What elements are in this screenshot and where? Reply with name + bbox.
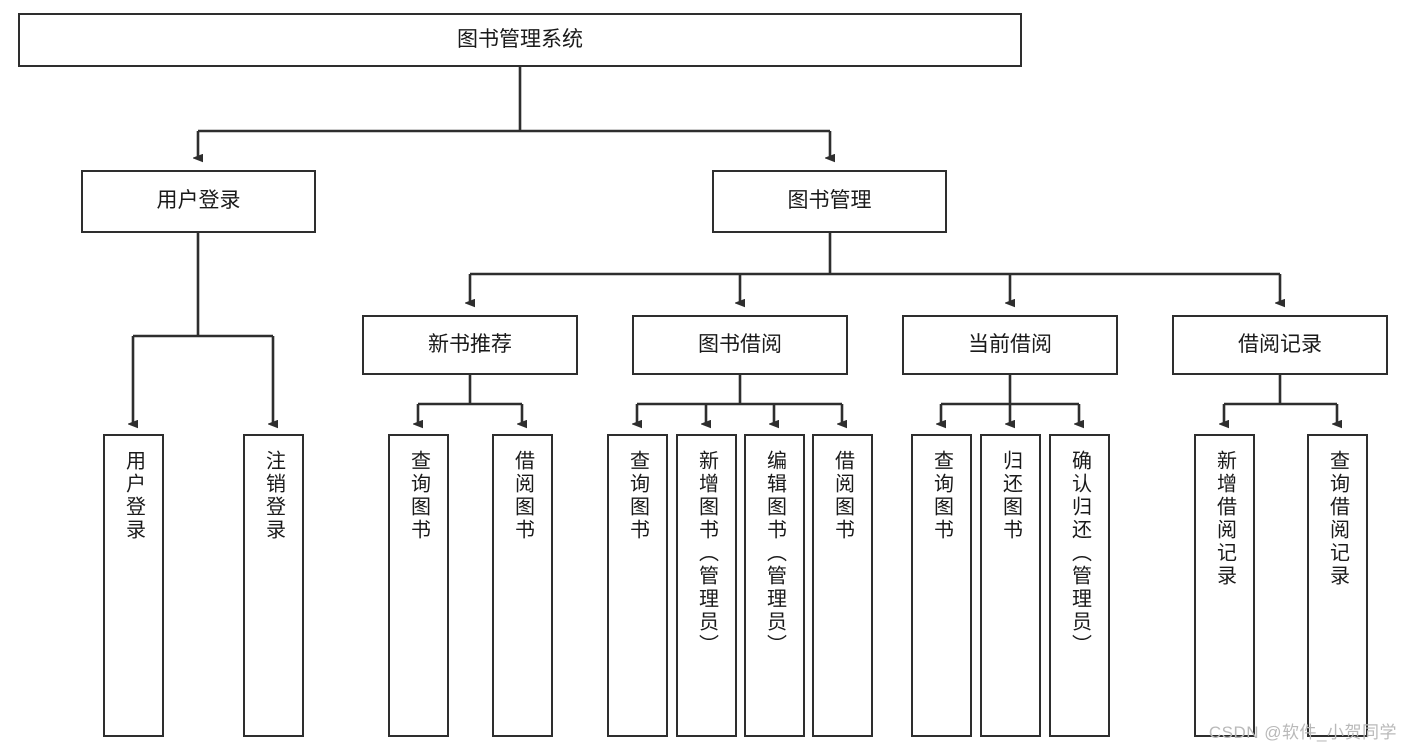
node-label: 图书借阅 bbox=[698, 332, 782, 356]
node-label: 查询图书 bbox=[626, 450, 649, 542]
node-label: 注销登录 bbox=[262, 450, 285, 542]
node-label: 用户登录 bbox=[122, 450, 145, 542]
leaf-current-borrow-query[interactable]: 查询图书 bbox=[911, 434, 972, 737]
node-label: 借阅图书 bbox=[831, 450, 854, 542]
leaf-new-book-query[interactable]: 查询图书 bbox=[388, 434, 449, 737]
leaf-borrow-record-add[interactable]: 新增借阅记录 bbox=[1194, 434, 1255, 737]
leaf-book-borrow-borrow[interactable]: 借阅图书 bbox=[812, 434, 873, 737]
node-label: 查询图书 bbox=[930, 450, 953, 542]
node-label: 当前借阅 bbox=[968, 332, 1052, 356]
node-label: 图书管理系统 bbox=[457, 27, 583, 51]
node-label: 借阅记录 bbox=[1238, 332, 1322, 356]
leaf-new-book-borrow[interactable]: 借阅图书 bbox=[492, 434, 553, 737]
node-label: 查询图书 bbox=[407, 450, 430, 542]
leaf-user-login-logout[interactable]: 注销登录 bbox=[243, 434, 304, 737]
node-root-library-system[interactable]: 图书管理系统 bbox=[18, 13, 1022, 67]
node-label: 借阅图书 bbox=[511, 450, 534, 542]
node-label: 用户登录 bbox=[156, 189, 241, 213]
node-label: 新增图书（管理员） bbox=[695, 450, 718, 657]
leaf-user-login-login[interactable]: 用户登录 bbox=[103, 434, 164, 737]
leaf-book-borrow-query[interactable]: 查询图书 bbox=[607, 434, 668, 737]
node-label: 确认归还（管理员） bbox=[1068, 450, 1091, 657]
leaf-borrow-record-query[interactable]: 查询借阅记录 bbox=[1307, 434, 1368, 737]
node-label: 新增借阅记录 bbox=[1213, 450, 1236, 588]
node-book-borrowing[interactable]: 图书借阅 bbox=[632, 315, 848, 375]
node-user-login[interactable]: 用户登录 bbox=[81, 170, 316, 233]
node-label: 归还图书 bbox=[999, 450, 1022, 542]
node-label: 查询借阅记录 bbox=[1326, 450, 1349, 588]
node-book-management[interactable]: 图书管理 bbox=[712, 170, 947, 233]
node-label: 图书管理 bbox=[787, 189, 872, 213]
node-new-book-recommendation[interactable]: 新书推荐 bbox=[362, 315, 578, 375]
leaf-current-borrow-confirm-admin[interactable]: 确认归还（管理员） bbox=[1049, 434, 1110, 737]
node-borrowing-records[interactable]: 借阅记录 bbox=[1172, 315, 1388, 375]
leaf-book-borrow-add-admin[interactable]: 新增图书（管理员） bbox=[676, 434, 737, 737]
node-current-borrowing[interactable]: 当前借阅 bbox=[902, 315, 1118, 375]
node-label: 新书推荐 bbox=[428, 332, 512, 356]
leaf-book-borrow-edit-admin[interactable]: 编辑图书（管理员） bbox=[744, 434, 805, 737]
leaf-current-borrow-return[interactable]: 归还图书 bbox=[980, 434, 1041, 737]
node-label: 编辑图书（管理员） bbox=[763, 450, 786, 657]
